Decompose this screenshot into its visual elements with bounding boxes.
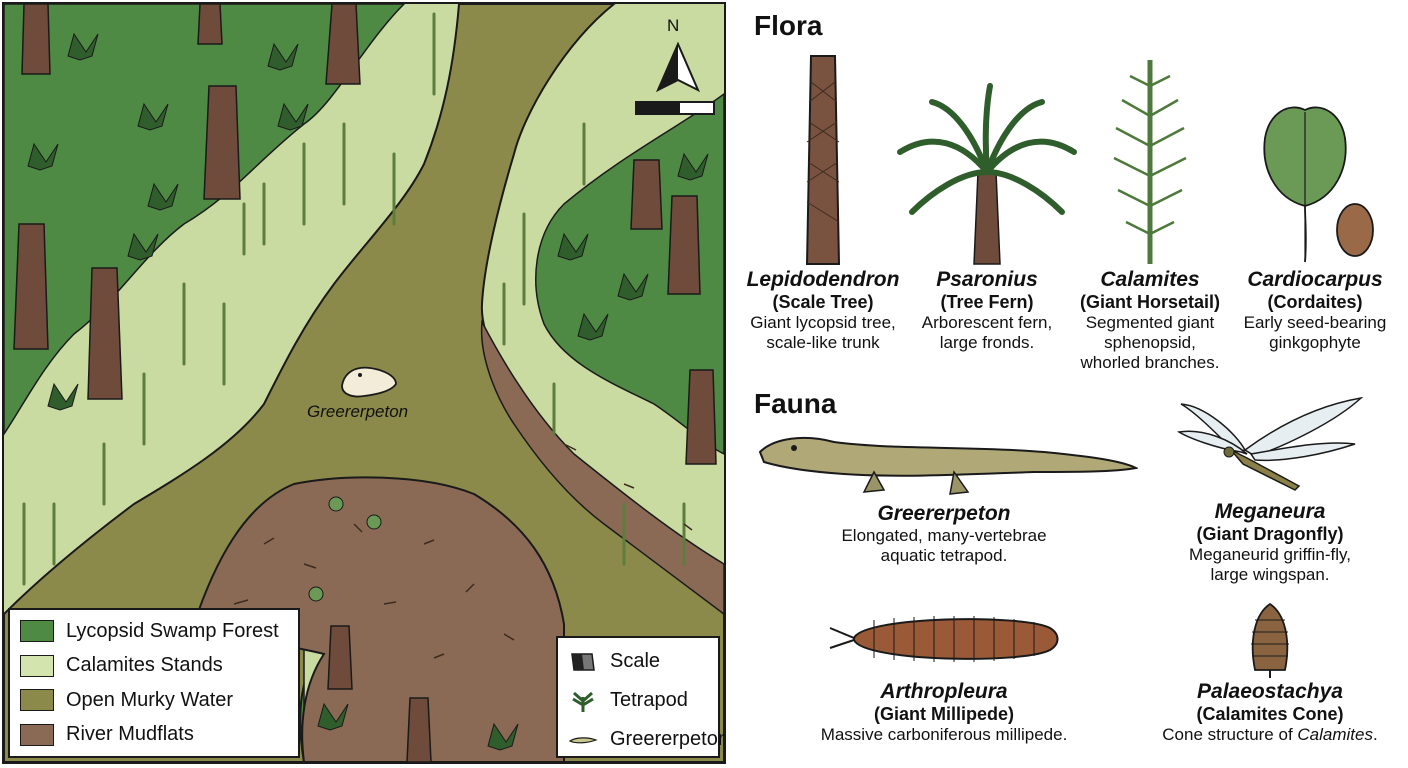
map-terrain [4, 4, 724, 762]
key-label: Scale [610, 650, 661, 672]
north-label: N [667, 16, 680, 35]
species-common-name: (Giant Horsetail) [1079, 292, 1221, 312]
flora-card-lepidodendron: Lepidodendron (Scale Tree) Giant lycopsi… [738, 52, 908, 353]
species-name: Meganeura [1214, 500, 1326, 523]
species-common-name: (Calamites Cone) [1196, 704, 1344, 724]
legend-label: Open Murky Water [66, 688, 234, 711]
species-description: Early seed-bearing [1243, 313, 1387, 332]
description-genus: Calamites [1297, 725, 1373, 744]
calamites-swatch [20, 654, 54, 677]
scale-bar-icon [571, 652, 595, 671]
species-description: Meganeurid griffin-fly, [1189, 545, 1351, 564]
species-name: Lepidodendron [746, 268, 900, 291]
greererpeton-illustration [758, 436, 1138, 495]
species-description: Massive carboniferous millipede. [820, 725, 1068, 744]
species-name: Arthropleura [880, 680, 1008, 703]
species-description: aquatic tetrapod. [880, 546, 1008, 565]
fern-tufts [27, 32, 709, 751]
species-name: Greererpeton [877, 502, 1011, 525]
mudflats-swatch [20, 723, 54, 746]
lepidodendron-illustration [805, 55, 841, 265]
calamites-illustration [1113, 60, 1187, 264]
calamites-stalks [22, 12, 686, 586]
psaronius-illustration [897, 83, 1077, 265]
key-label: Greererpeton [610, 728, 726, 750]
legend-label: Lycopsid Swamp Forest [66, 619, 279, 642]
species-description: Elongated, many-vertebrae [841, 526, 1047, 545]
fauna-card-arthropleura: Arthropleura (Giant Millipede) Massive c… [764, 598, 1124, 745]
water-swatch [20, 689, 54, 712]
legend-row-calamites: Calamites Stands [10, 649, 298, 684]
species-description: ginkgophyte [1269, 333, 1361, 352]
species-common-name: (Scale Tree) [772, 292, 874, 312]
fauna-card-greererpeton: Greererpeton Elongated, many-vertebrae a… [754, 428, 1138, 566]
legend-row-water: Open Murky Water [10, 683, 298, 718]
arthropleura-illustration [829, 616, 1059, 662]
species-name: Calamites [1100, 268, 1200, 291]
species-common-name: (Cordaites) [1267, 292, 1363, 312]
species-description: Giant lycopsid tree, [750, 313, 896, 332]
description-text: Cone structure of [1162, 725, 1298, 744]
mudflat-region-east [480, 319, 724, 615]
species-name: Psaronius [936, 268, 1038, 291]
species-common-name: (Tree Fern) [940, 292, 1034, 312]
flora-title: Flora [754, 10, 823, 41]
cardiocarpus-illustration [1263, 106, 1374, 263]
key-row-greererpeton: Greererpeton [558, 720, 724, 759]
meganeura-illustration [1176, 396, 1364, 491]
legend-label: River Mudflats [66, 723, 194, 746]
description-text: . [1372, 725, 1378, 744]
habitat-map: N Greererpeton Lycopsid Swamp Forest Cal… [2, 2, 726, 764]
species-common-name: (Giant Millipede) [873, 704, 1014, 724]
greererpeton-map-label: Greererpeton [307, 402, 409, 421]
fauna-card-palaeostachya: Palaeostachya (Calamites Cone) Cone stru… [1140, 600, 1400, 745]
species-description: whorled branches. [1080, 353, 1220, 372]
lycopsid-trunks [13, 4, 717, 762]
palaeostachya-illustration [1251, 602, 1289, 678]
mud-plants [308, 496, 382, 602]
fern-icon [572, 691, 594, 712]
species-description: large fronds. [939, 333, 1035, 352]
legend-row-forest: Lycopsid Swamp Forest [10, 614, 298, 649]
species-name: Palaeostachya [1197, 680, 1343, 703]
species-description: scale-like trunk [766, 333, 880, 352]
species-description: Cone structure of Calamites. [1140, 725, 1400, 745]
flora-card-cardiocarpus: Cardiocarpus (Cordaites) Early seed-bear… [1234, 98, 1396, 353]
legend-row-mudflats: River Mudflats [10, 718, 298, 753]
greererpeton-icon [568, 736, 598, 743]
greererpeton-map-marker [341, 366, 397, 398]
key-row-tetrapod: Tetrapod [558, 681, 718, 720]
mud-texture [233, 443, 693, 659]
species-common-name: (Giant Dragonfly) [1196, 524, 1344, 544]
forest-swatch [20, 620, 54, 643]
forest-region-east [535, 93, 724, 455]
flora-card-calamites: Calamites (Giant Horsetail) Segmented gi… [1070, 56, 1230, 373]
fauna-card-meganeura: Meganeura (Giant Dragonfly) Meganeurid g… [1160, 392, 1380, 585]
species-description: Segmented giant [1085, 313, 1215, 332]
species-description: large wingspan. [1210, 565, 1330, 584]
fauna-title: Fauna [754, 388, 837, 419]
mudflat-region-center [192, 476, 565, 762]
species-description: Arborescent fern, [921, 313, 1053, 332]
flora-card-psaronius: Psaronius (Tree Fern) Arborescent fern, … [897, 82, 1077, 353]
species-panel: Flora Lepidodendron (Scale Tree) Giant l… [728, 0, 1408, 768]
species-description: sphenopsid, [1104, 333, 1196, 352]
key-label: Tetrapod [610, 689, 688, 711]
key-row-scale: Scale [558, 642, 718, 681]
symbol-key: Scale Tetrapod Greererpeton [556, 636, 724, 759]
species-name: Cardiocarpus [1247, 268, 1383, 291]
terrain-legend: Lycopsid Swamp Forest Calamites Stands O… [8, 608, 300, 758]
legend-label: Calamites Stands [66, 654, 223, 677]
